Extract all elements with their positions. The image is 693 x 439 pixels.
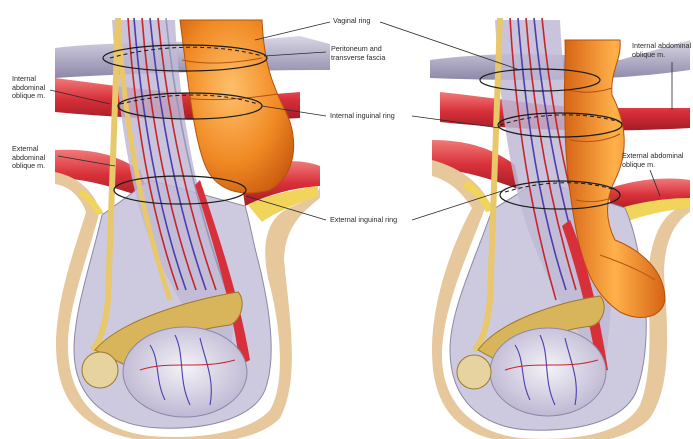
testis-left bbox=[123, 327, 247, 417]
label-external-inguinal-ring-text: External inguinal ring bbox=[330, 216, 397, 225]
label-internal-oblique-left-line-3: oblique m. bbox=[12, 92, 45, 101]
label-internal-oblique-left: Internal abdominal oblique m. bbox=[12, 75, 45, 101]
label-external-inguinal-ring: External inguinal ring bbox=[330, 216, 397, 225]
label-external-oblique-left-line-3: oblique m. bbox=[12, 162, 45, 171]
label-internal-inguinal-ring-text: Internal inguinal ring bbox=[330, 112, 395, 121]
appendix-testis-left bbox=[82, 352, 118, 388]
label-peritoneum: Peritoneum and transverse fascia bbox=[331, 45, 385, 62]
label-internal-inguinal-ring: Internal inguinal ring bbox=[330, 112, 395, 121]
left-panel bbox=[55, 18, 330, 439]
right-panel bbox=[430, 18, 690, 439]
testis-right bbox=[490, 328, 606, 416]
label-external-oblique-right: External abdominal oblique m. bbox=[622, 152, 684, 169]
label-internal-oblique-right-line-2: oblique m. bbox=[632, 51, 691, 60]
label-vaginal-ring: Vaginal ring bbox=[333, 17, 370, 26]
label-vaginal-ring-text: Vaginal ring bbox=[333, 17, 370, 26]
label-external-oblique-left: External abdominal oblique m. bbox=[12, 145, 45, 171]
label-external-oblique-right-line-2: oblique m. bbox=[622, 161, 684, 170]
label-internal-oblique-right: Internal abdominal oblique m. bbox=[632, 42, 691, 59]
label-peritoneum-line-2: transverse fascia bbox=[331, 54, 385, 63]
appendix-testis-right bbox=[457, 355, 491, 389]
